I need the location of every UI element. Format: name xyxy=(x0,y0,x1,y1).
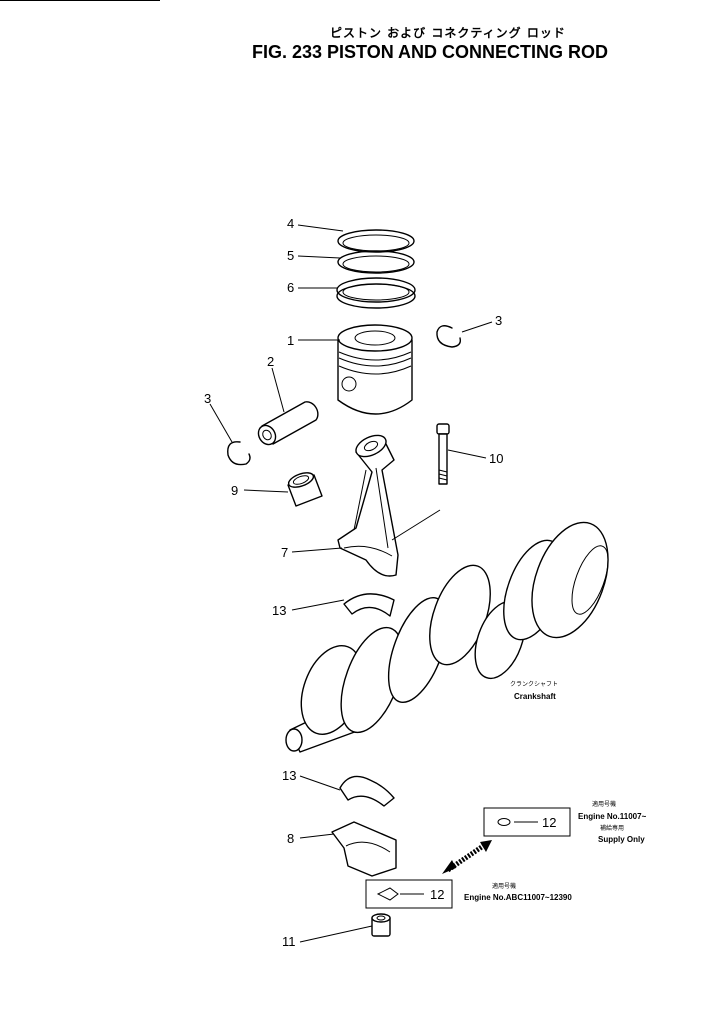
callout-13-lower: 13 xyxy=(282,768,296,783)
snap-ring-right[interactable] xyxy=(436,325,462,348)
callout-2: 2 xyxy=(267,354,274,369)
note-lower-engine-number: Engine No.ABC11007~12390 xyxy=(464,893,572,902)
figure-title: FIG. 233 PISTON AND CONNECTING ROD xyxy=(252,42,609,62)
piston-ring-second[interactable] xyxy=(337,250,415,274)
note-lower-line1: 適用号機 xyxy=(492,882,516,890)
leader-lines xyxy=(209,224,493,943)
callout-9: 9 xyxy=(231,483,238,498)
callout-6: 6 xyxy=(287,280,294,295)
callout-12-lower: 12 xyxy=(430,887,444,902)
lower-bearing-shell[interactable] xyxy=(339,775,395,807)
callout-13-upper: 13 xyxy=(272,603,286,618)
connecting-rod-bolt[interactable] xyxy=(436,423,450,485)
callout-1: 1 xyxy=(287,333,294,348)
note-upper-line1: 適用号機 xyxy=(592,800,616,808)
note-upper-engine-number: Engine No.11007~ xyxy=(578,812,647,821)
note-upper-supply-only: Supply Only xyxy=(598,835,645,844)
piston-ring-oil[interactable] xyxy=(336,277,416,309)
note-upper-line3: 補給専用 xyxy=(600,824,624,832)
callout-12-upper: 12 xyxy=(542,815,556,830)
upper-bearing-shell[interactable] xyxy=(343,593,395,617)
callout-5: 5 xyxy=(287,248,294,263)
piston-ring-top[interactable] xyxy=(337,229,415,253)
snap-ring-left[interactable] xyxy=(227,441,251,466)
callout-3-right: 3 xyxy=(495,313,502,328)
connecting-rod-cap[interactable] xyxy=(331,821,397,877)
callout-11: 11 xyxy=(282,934,296,949)
callout-10: 10 xyxy=(489,451,503,466)
connecting-rod[interactable] xyxy=(337,431,399,577)
callout-7: 7 xyxy=(281,545,288,560)
piston[interactable] xyxy=(337,324,413,415)
crankshaft-label: Crankshaft xyxy=(514,692,556,701)
connecting-rod-bushing[interactable] xyxy=(287,470,323,507)
callout-3-left: 3 xyxy=(204,391,211,406)
piston-pin[interactable] xyxy=(255,401,319,448)
top-border-line xyxy=(0,0,160,4)
crankshaft[interactable] xyxy=(285,512,622,753)
callout-8: 8 xyxy=(287,831,294,846)
figure-title-japanese: ピストン および コネクティング ロッド xyxy=(330,26,566,40)
supply-part-box-upper[interactable] xyxy=(483,807,571,837)
connecting-rod-nut[interactable] xyxy=(371,913,391,937)
callout-4: 4 xyxy=(287,216,294,231)
supply-part-box-lower[interactable] xyxy=(365,879,453,909)
interchange-arrow xyxy=(442,840,492,874)
crankshaft-label-japanese: クランクシャフト xyxy=(510,681,558,688)
